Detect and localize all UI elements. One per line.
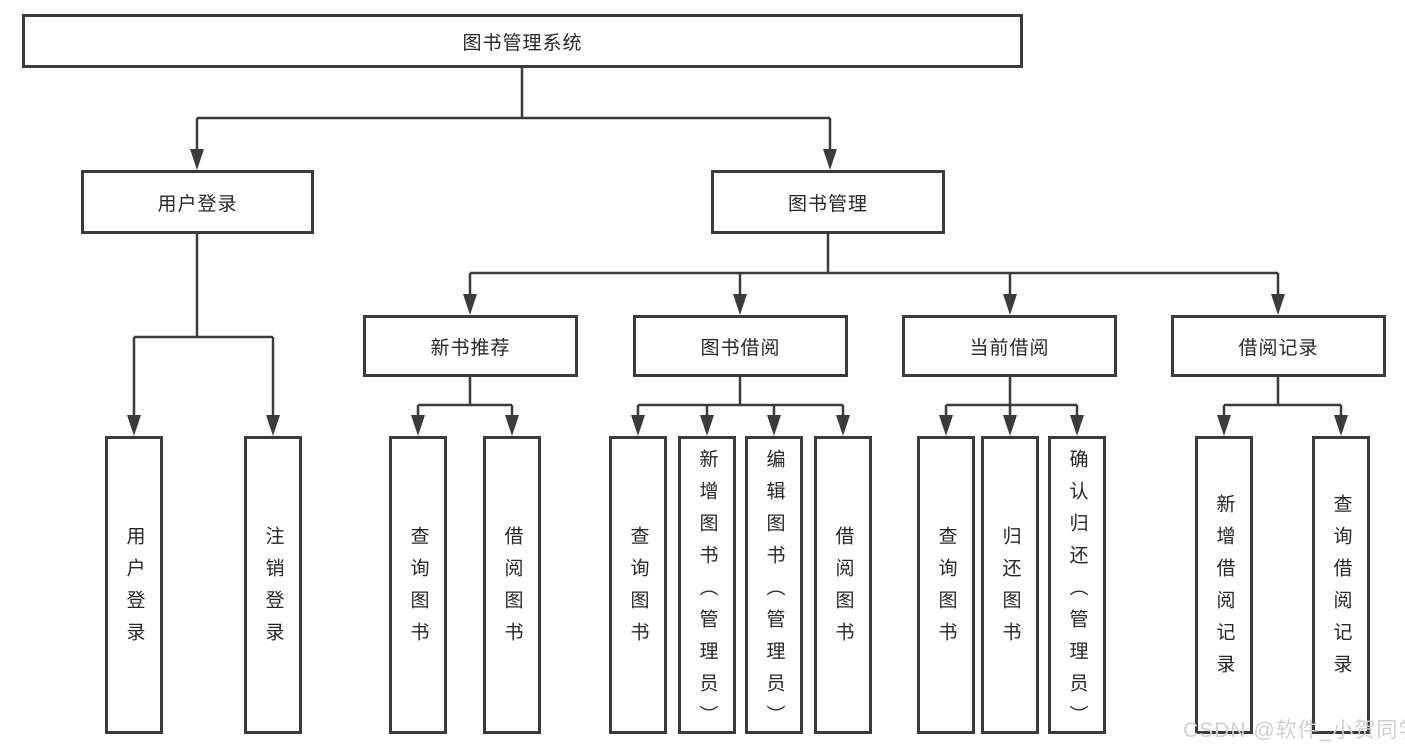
connector-book-borrow-to-leaves	[636, 377, 845, 418]
arrowhead-icons	[127, 149, 1348, 436]
arrow-down-icon	[700, 415, 714, 436]
node-user-login: 用户登录	[81, 170, 314, 234]
arrow-down-icon	[836, 415, 850, 436]
arrow-down-icon	[1217, 415, 1231, 436]
leaf-query-books: 查询图书	[609, 436, 667, 734]
connector-book-mgmt-to-level2	[468, 234, 1280, 297]
leaf-query-books: 查询图书	[917, 436, 975, 734]
arrow-down-icon	[127, 415, 141, 436]
arrow-down-icon	[266, 415, 280, 436]
leaf-return-books: 归还图书	[981, 436, 1039, 734]
node-new-book-recommend: 新书推荐	[363, 315, 578, 377]
arrow-down-icon	[1070, 415, 1084, 436]
node-borrow-record: 借阅记录	[1171, 315, 1386, 377]
arrow-down-icon	[190, 149, 204, 170]
leaf-confirm-return-admin: 确认归还（管理员）	[1048, 436, 1106, 737]
connector-lines	[132, 68, 1343, 418]
node-label: 归还图书	[999, 526, 1021, 654]
node-label: 新增借阅记录	[1213, 494, 1235, 686]
node-label: 新书推荐	[430, 337, 511, 359]
node-label: 查询图书	[935, 526, 957, 654]
node-label: 确认归还（管理员）	[1066, 449, 1088, 737]
leaf-logout: 注销登录	[244, 436, 302, 734]
leaf-user-login: 用户登录	[105, 436, 163, 734]
arrow-down-icon	[411, 415, 425, 436]
connector-root-to-level1	[195, 68, 832, 152]
node-label: 借阅图书	[501, 526, 523, 654]
leaf-borrow-books: 借阅图书	[483, 436, 541, 734]
leaf-edit-books-admin: 编辑图书（管理员）	[745, 436, 803, 737]
arrow-down-icon	[1271, 294, 1285, 315]
node-book-management: 图书管理	[711, 170, 945, 234]
arrow-down-icon	[823, 149, 837, 170]
csdn-watermark: CSDN @软件_小贺同学	[1183, 719, 1405, 742]
node-label: 用户登录	[157, 193, 238, 215]
node-label: 借阅图书	[832, 526, 854, 654]
arrow-down-icon	[631, 415, 645, 436]
node-label: 查询图书	[407, 526, 429, 654]
arrow-down-icon	[1334, 415, 1348, 436]
connector-new-book-rec-to-leaves	[416, 377, 514, 418]
connector-user-login-to-leaves	[132, 234, 275, 418]
node-label: 图书管理系统	[462, 32, 583, 54]
connector-current-borrow-to-leaves	[944, 377, 1079, 418]
node-label: 图书借阅	[700, 337, 781, 359]
node-label: 查询借阅记录	[1330, 494, 1352, 686]
node-label: 用户登录	[123, 526, 145, 654]
leaf-query-books: 查询图书	[389, 436, 447, 734]
node-label: 新增图书（管理员）	[696, 449, 718, 737]
node-current-borrow: 当前借阅	[902, 315, 1117, 377]
node-label: 当前借阅	[969, 337, 1050, 359]
arrow-down-icon	[733, 294, 747, 315]
leaf-add-books-admin: 新增图书（管理员）	[678, 436, 736, 737]
leaf-borrow-books: 借阅图书	[814, 436, 872, 734]
leaf-query-borrow-record: 查询借阅记录	[1312, 436, 1370, 734]
arrow-down-icon	[463, 294, 477, 315]
node-label: 查询图书	[627, 526, 649, 654]
arrow-down-icon	[767, 415, 781, 436]
node-label: 编辑图书（管理员）	[763, 449, 785, 737]
arrow-down-icon	[939, 415, 953, 436]
leaf-add-borrow-record: 新增借阅记录	[1195, 436, 1253, 734]
node-label: 图书管理	[787, 193, 868, 215]
node-label: 借阅记录	[1238, 337, 1319, 359]
arrow-down-icon	[505, 415, 519, 436]
node-root-library-system: 图书管理系统	[22, 14, 1023, 68]
node-label: 注销登录	[262, 526, 284, 654]
arrow-down-icon	[1003, 294, 1017, 315]
connector-borrow-record-to-leaves	[1222, 377, 1343, 418]
node-book-borrow: 图书借阅	[633, 315, 848, 377]
arrow-down-icon	[1003, 415, 1017, 436]
